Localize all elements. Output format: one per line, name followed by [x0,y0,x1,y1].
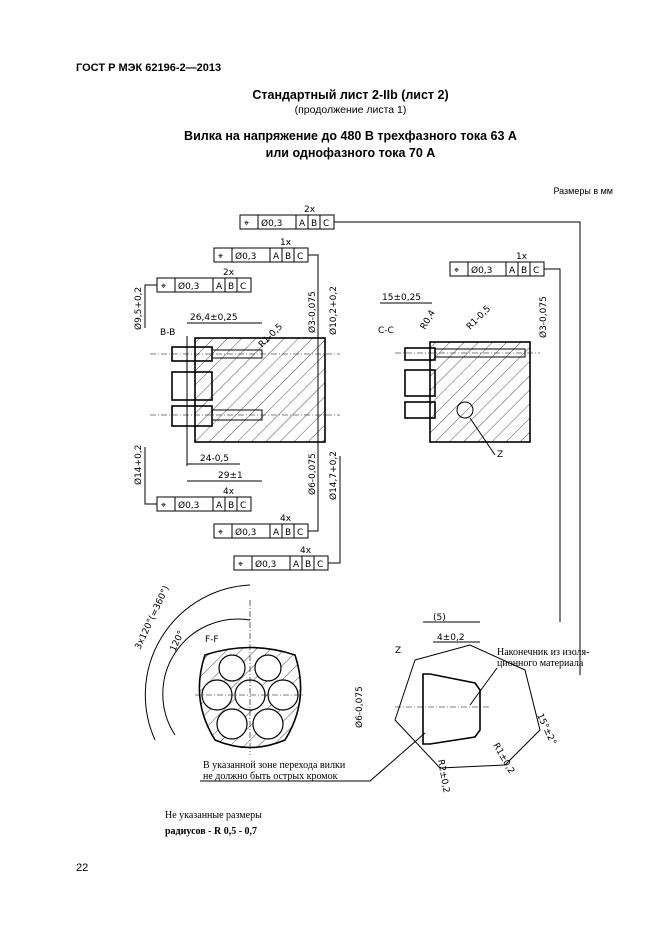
svg-text:C: C [323,219,329,229]
product-title-line1: Вилка на напряжение до 480 В трехфазного… [184,129,517,143]
svg-text:2x: 2x [304,205,316,215]
svg-text:B: B [228,501,234,511]
svg-text:A: A [216,501,223,511]
svg-text:Ø14,7+0,2: Ø14,7+0,2 [328,451,339,500]
product-title: Вилка на напряжение до 480 В трехфазного… [0,128,661,162]
svg-text:C: C [533,266,539,276]
svg-text:Z: Z [395,646,401,656]
svg-text:Ø3-0,075: Ø3-0,075 [307,291,318,333]
svg-text:Ø0,3: Ø0,3 [235,527,256,538]
svg-text:⌖: ⌖ [238,560,243,570]
page-number: 22 [76,862,89,874]
svg-text:C: C [240,282,246,292]
svg-text:ционного материала: ционного материала [497,658,584,669]
svg-text:B: B [311,219,317,229]
units-note: Размеры в мм [553,186,613,196]
svg-text:1x: 1x [516,252,528,262]
svg-text:B: B [521,266,527,276]
svg-text:Ø10,2+0,2: Ø10,2+0,2 [328,286,339,335]
svg-text:⌖: ⌖ [218,252,223,262]
svg-text:Ø0,3: Ø0,3 [178,500,199,511]
svg-text:R0,4: R0,4 [419,308,438,331]
svg-text:(5): (5) [433,613,446,623]
svg-text:не должно быть острых кромок: не должно быть острых кромок [203,771,338,782]
svg-text:4x: 4x [300,546,312,556]
svg-text:В указанной зоне перехода вилк: В указанной зоне перехода вилки [203,760,346,771]
section-ff: F-F 3x120°(=360°) 120° [134,584,305,755]
svg-text:Ø0,3: Ø0,3 [471,265,492,276]
svg-text:A: A [509,266,516,276]
svg-text:4±0,2: 4±0,2 [437,633,465,643]
svg-text:15°±2°: 15°±2° [534,712,557,747]
svg-text:4x: 4x [280,514,292,524]
product-title-line2: или однофазного тока 70 А [265,146,436,160]
svg-text:радиусов - R 0,5 - 0,7: радиусов - R 0,5 - 0,7 [165,826,257,837]
svg-text:24-0,5: 24-0,5 [200,454,229,464]
svg-text:29±1: 29±1 [218,471,243,481]
svg-text:Ø3-0,075: Ø3-0,075 [538,296,549,338]
svg-text:Ø6-0,075: Ø6-0,075 [354,686,365,728]
svg-text:B: B [285,252,291,262]
svg-text:A: A [299,219,306,229]
svg-text:⌖: ⌖ [218,528,223,538]
svg-text:R2±0,2: R2±0,2 [435,759,451,794]
svg-text:15±0,25: 15±0,25 [382,293,421,303]
svg-text:A: A [293,560,300,570]
svg-text:⌖: ⌖ [161,501,166,511]
svg-text:C-C: C-C [378,326,394,336]
svg-text:A: A [273,528,280,538]
svg-text:Не указанные размеры: Не указанные размеры [165,810,262,821]
svg-text:Ø9,5+0,2: Ø9,5+0,2 [133,287,144,330]
svg-text:⌖: ⌖ [454,266,459,276]
svg-text:B: B [228,282,234,292]
svg-text:Z: Z [497,450,503,460]
svg-text:C: C [297,528,303,538]
svg-text:⌖: ⌖ [161,282,166,292]
svg-text:4x: 4x [223,487,235,497]
sheet-subtitle: (продолжение листа 1) [294,104,407,116]
svg-text:R1-0,5: R1-0,5 [465,304,493,332]
svg-text:C: C [297,252,303,262]
svg-text:3x120°(=360°): 3x120°(=360°) [134,585,172,652]
svg-text:⌖: ⌖ [244,219,249,229]
svg-text:A: A [216,282,223,292]
svg-text:B: B [305,560,311,570]
svg-text:1x: 1x [280,238,292,248]
svg-text:C: C [317,560,323,570]
section-bb: B-B 26,4±0,25 R1-0,5 Ø3-0,075 Ø10,2+0,2 … [133,286,340,500]
svg-text:Наконечник из изоля-: Наконечник из изоля- [497,647,589,658]
svg-text:Ø0,3: Ø0,3 [178,281,199,292]
svg-text:Ø0,3: Ø0,3 [261,218,282,229]
sheet-title: Стандартный лист 2-IIb (лист 2) [252,88,449,102]
svg-text:2x: 2x [223,268,235,278]
svg-text:Ø0,3: Ø0,3 [235,251,256,262]
svg-text:R1±0,2: R1±0,2 [490,742,516,776]
standard-number: ГОСТ Р МЭК 62196-2—2013 [76,62,222,74]
svg-text:Ø0,3: Ø0,3 [255,559,276,570]
svg-text:Ø6-0,075: Ø6-0,075 [307,453,318,495]
svg-text:C: C [240,501,246,511]
svg-text:A: A [273,252,280,262]
svg-text:Ø14+0,2: Ø14+0,2 [133,445,144,485]
svg-text:26,4±0,25: 26,4±0,25 [190,313,238,323]
svg-text:B-B: B-B [160,328,175,338]
svg-text:B: B [285,528,291,538]
svg-text:F-F: F-F [205,635,219,645]
